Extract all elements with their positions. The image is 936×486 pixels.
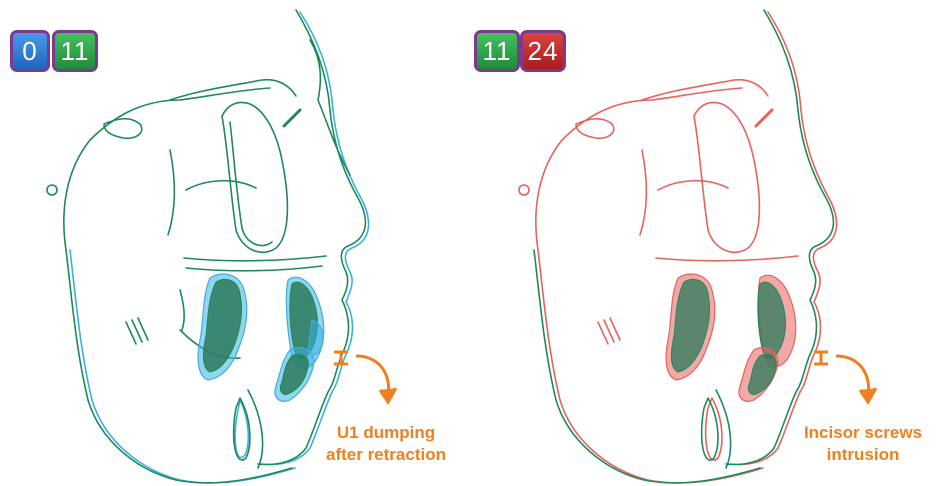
- teeth-group: [198, 274, 324, 401]
- caption-left-line2: after retraction: [316, 444, 456, 466]
- base-tracing: [534, 10, 833, 483]
- cephalometric-tracing-overlay-blue: [0, 0, 468, 486]
- right-tracing-panel: 11 24: [468, 0, 936, 486]
- base-tracing: [47, 10, 365, 483]
- caption-right-line2: intrusion: [798, 444, 928, 466]
- caption-left-line1: U1 dumping: [316, 422, 456, 444]
- caption-left: U1 dumping after retraction: [316, 422, 456, 466]
- overlay-tracing-secondary: [519, 12, 837, 483]
- overlay-tracing-secondary: [70, 12, 369, 483]
- caption-right-line1: Incisor screws: [798, 422, 928, 444]
- cephalometric-tracing-overlay-red: [468, 0, 936, 486]
- annotation-marker: [814, 352, 876, 402]
- nasion-mark: [284, 110, 300, 126]
- teeth-group: [666, 274, 796, 401]
- nasion-mark: [756, 110, 772, 126]
- left-tracing-panel: 0 11: [0, 0, 468, 486]
- caption-right: Incisor screws intrusion: [798, 422, 928, 466]
